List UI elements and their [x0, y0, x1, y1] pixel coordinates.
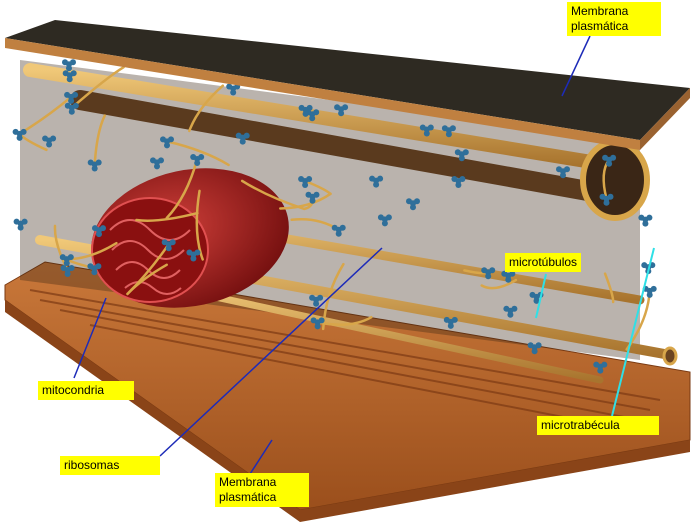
- mesh-strand: [603, 272, 615, 304]
- pointer-mitocondria: [73, 297, 107, 379]
- ribosome: [64, 102, 79, 115]
- label-text: mitocondria: [42, 383, 105, 397]
- label-text: microtúbulos: [509, 255, 578, 269]
- ribosome: [454, 149, 469, 162]
- ribosome: [60, 265, 75, 277]
- ribosome: [226, 83, 241, 96]
- ribosome: [642, 285, 657, 298]
- label-line-2: plasmática: [219, 490, 277, 504]
- ribosome: [331, 224, 346, 237]
- ribosome: [12, 128, 27, 141]
- ribosome: [298, 104, 313, 117]
- bottom-membrane: [4, 261, 691, 522]
- ribosome: [160, 136, 174, 149]
- ribosome: [527, 342, 542, 355]
- label-membrana-plasmatica-top: Membrana plasmática: [567, 2, 661, 36]
- ribosome: [87, 263, 102, 276]
- ribosome: [305, 191, 320, 204]
- mesh-strand: [93, 114, 107, 166]
- ribosome: [64, 91, 79, 104]
- ribosome: [441, 125, 456, 138]
- mesh-strand: [480, 278, 518, 290]
- pointer-lines: [73, 35, 655, 475]
- ribosome: [59, 254, 74, 267]
- ribosome: [334, 104, 349, 117]
- ribosome: [369, 175, 384, 188]
- ribosome: [638, 214, 653, 227]
- ribosome: [503, 305, 518, 318]
- label-line-2: plasmática: [571, 19, 629, 33]
- ribosome: [451, 176, 466, 188]
- mitochondrion: [91, 168, 289, 308]
- ribosome: [501, 270, 516, 283]
- label-line-1: Membrana: [219, 475, 277, 489]
- label-text: ribosomas: [64, 458, 120, 472]
- label-text: microtrabécula: [541, 418, 620, 432]
- ribosome: [406, 198, 420, 211]
- mesh-strand: [165, 140, 230, 167]
- pointer-ribosomas: [159, 247, 383, 457]
- mesh-strand: [279, 192, 332, 210]
- ribosome: [298, 176, 313, 188]
- ribosome: [377, 214, 392, 227]
- ribosome: [481, 267, 496, 280]
- top-membrane: [5, 20, 690, 150]
- label-membrana-plasmatica-bottom: Membrana plasmática: [215, 473, 309, 507]
- ribosome: [556, 166, 570, 179]
- ribosome: [235, 132, 250, 145]
- mesh-strand: [165, 157, 199, 220]
- ribosome: [161, 239, 176, 252]
- ribosome: [62, 59, 76, 72]
- ribosome: [443, 316, 458, 329]
- ribosome: [150, 157, 164, 170]
- mesh-strand: [188, 84, 225, 133]
- mesh-strand: [126, 242, 170, 296]
- label-mitocondria: mitocondria: [38, 381, 134, 400]
- mesh-strand: [303, 179, 332, 196]
- ribosome-clusters: [12, 59, 657, 374]
- ribosome: [599, 193, 614, 206]
- ribosome: [92, 225, 106, 238]
- pointer-microtrabecula: [611, 247, 655, 417]
- label-ribosomas: ribosomas: [60, 456, 160, 475]
- ribosome: [42, 135, 57, 148]
- ribosome: [602, 154, 617, 167]
- pointer-microtubulos: [535, 273, 547, 319]
- ribosome: [310, 317, 325, 330]
- ribosome: [186, 249, 201, 262]
- mesh-strand: [195, 189, 204, 261]
- mesh-strand: [70, 65, 125, 110]
- ribosome: [593, 361, 608, 374]
- pointer-membrana-bottom: [249, 439, 273, 475]
- ribosome: [419, 124, 434, 137]
- label-microtubulos: microtúbulos: [505, 253, 582, 272]
- label-microtrabecula: microtrabécula: [537, 416, 659, 435]
- ribosome: [190, 154, 205, 166]
- ribosome: [87, 159, 102, 172]
- label-line-1: Membrana: [571, 4, 629, 18]
- pointer-membrana-top: [561, 35, 591, 97]
- mesh-strand: [135, 211, 199, 222]
- ribosome: [309, 294, 324, 307]
- ribosome: [13, 218, 28, 231]
- ribosome: [62, 70, 77, 83]
